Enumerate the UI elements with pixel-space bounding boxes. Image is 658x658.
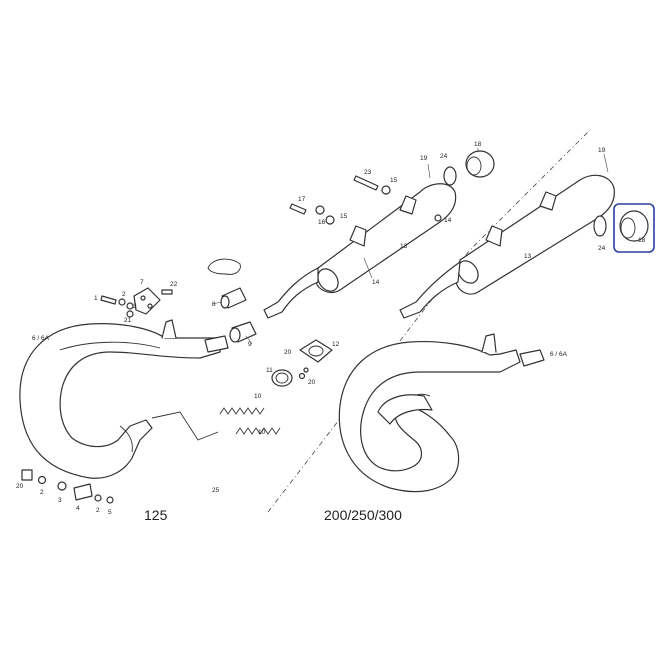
- lower-nut-3[interactable]: [57, 481, 67, 491]
- model-divider-line: [267, 129, 591, 513]
- callout-lower-4: 4: [76, 505, 80, 512]
- lower-rubber-4[interactable]: [73, 483, 93, 501]
- lower-nut-5[interactable]: [106, 496, 114, 504]
- spring-10b[interactable]: [235, 427, 281, 435]
- callout-oring-11: 11: [266, 367, 273, 374]
- callout-part-25: 25: [212, 487, 220, 494]
- callout-bolt-20a: 20: [284, 349, 292, 356]
- lower-bolt-20[interactable]: [21, 469, 33, 481]
- callout-flange-12: 12: [332, 341, 340, 348]
- callout-left-24: 24: [440, 153, 448, 160]
- left-header-pipe[interactable]: [19, 323, 223, 479]
- model-label-200-250-300: 200/250/300: [324, 507, 402, 523]
- spring-10a[interactable]: [219, 407, 265, 415]
- lower-washer-2b[interactable]: [94, 494, 102, 502]
- callout-bolt-17: 17: [298, 196, 306, 203]
- callout-left-header: 6 / 6A: [32, 335, 50, 342]
- bolt-23[interactable]: [353, 175, 379, 191]
- callout-lower-3: 3: [58, 497, 62, 504]
- callout-lower-5: 5: [108, 509, 112, 516]
- callout-right-24: 24: [598, 245, 606, 252]
- right-header-pipe[interactable]: [338, 341, 521, 493]
- left-silencer-tail: [263, 267, 319, 319]
- right-elbow: [377, 394, 433, 425]
- bolt-14-left[interactable]: [434, 214, 442, 222]
- callout-lower-2a: 2: [40, 489, 44, 496]
- right-header-tab: [481, 333, 497, 353]
- left-silencer-13[interactable]: [315, 183, 457, 294]
- clamp-8[interactable]: [207, 258, 241, 275]
- callout-right-silencer: 13: [524, 253, 532, 260]
- highlight-box-18[interactable]: [613, 203, 655, 253]
- callout-left-bolt-14: 14: [372, 279, 380, 286]
- callout-bolt-23: 23: [364, 169, 372, 176]
- callout-clamp-8: 8: [212, 301, 216, 308]
- callout-right-header: 6 / 6A: [550, 351, 568, 358]
- left-header-tab: [161, 319, 177, 339]
- callout-spring-10a: 10: [254, 393, 262, 400]
- callout-bracket-22: 22: [170, 281, 178, 288]
- bolt-17[interactable]: [289, 203, 307, 215]
- callout-left-silencer: 13: [400, 243, 408, 250]
- lower-washer-2a[interactable]: [37, 475, 47, 485]
- right-silencer-tail: [399, 261, 461, 319]
- callout-bracket-1: 1: [94, 295, 98, 302]
- callout-right-cap-18: 18: [638, 237, 646, 244]
- washer-2a[interactable]: [118, 298, 126, 306]
- callout-lower-20: 20: [16, 483, 24, 490]
- bolt-1[interactable]: [100, 295, 117, 305]
- callout-lower-2b: 2: [96, 507, 100, 514]
- bolt-22[interactable]: [161, 289, 173, 295]
- callout-bolt-20b: 20: [308, 379, 316, 386]
- callout-nut-15b: 15: [340, 213, 348, 220]
- nut-15b[interactable]: [325, 215, 335, 225]
- callout-bracket-7: 7: [140, 279, 144, 286]
- callout-bracket-3: 3: [133, 303, 137, 310]
- nut-16[interactable]: [315, 205, 325, 215]
- callout-right-19: 19: [598, 147, 606, 154]
- right-header-outlet: [519, 349, 545, 367]
- oring-11[interactable]: [271, 369, 293, 387]
- nut-15a[interactable]: [381, 185, 391, 195]
- bolt-20b[interactable]: [298, 372, 306, 380]
- callout-left-19: 19: [420, 155, 428, 162]
- model-label-125: 125: [144, 507, 168, 523]
- callout-nut-16: 16: [318, 219, 326, 226]
- nut-3[interactable]: [126, 302, 134, 310]
- bolt-20c[interactable]: [303, 367, 309, 373]
- callout-bracket-21: 21: [124, 317, 132, 324]
- left-header-outlet: [204, 335, 229, 353]
- callout-bracket-2: 2: [122, 291, 126, 298]
- callout-sleeve-9: 9: [248, 341, 252, 348]
- callout-spring-10b: 10: [258, 429, 266, 436]
- callout-left-bolt-14b: 14: [444, 217, 452, 224]
- callout-nut-15a: 15: [390, 177, 398, 184]
- part-21[interactable]: [126, 310, 134, 318]
- callout-left-cap-18: 18: [474, 141, 482, 148]
- flange-12[interactable]: [299, 339, 333, 363]
- right-silencer-13[interactable]: [455, 174, 615, 295]
- left-washer-24[interactable]: [443, 166, 457, 186]
- bracket-7[interactable]: [133, 287, 161, 315]
- right-washer-24[interactable]: [593, 215, 607, 237]
